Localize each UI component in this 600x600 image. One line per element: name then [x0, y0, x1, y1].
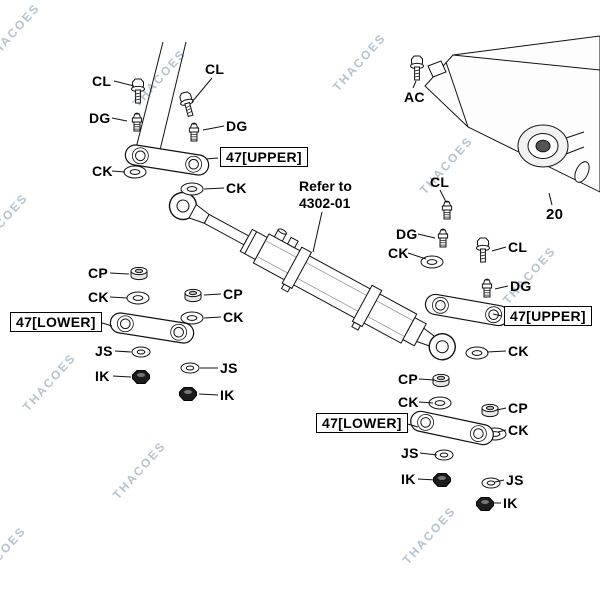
left-parts	[108, 78, 211, 401]
label-dg: DG	[510, 278, 532, 294]
label-cp: CP	[508, 400, 529, 416]
washer-js	[180, 362, 200, 374]
washer-ck	[180, 182, 204, 196]
label-ck: CK	[398, 394, 419, 410]
watermark-text: THACOES	[20, 351, 79, 414]
label-cl: CL	[205, 61, 225, 77]
washer-js	[434, 449, 454, 461]
label-dg: DG	[226, 118, 248, 134]
grease-fitting-dg	[437, 228, 449, 248]
label-ck: CK	[388, 245, 409, 261]
label-cl: CL	[430, 174, 450, 190]
label-47-lower: 47[LOWER]	[316, 413, 408, 433]
label-cl: CL	[92, 73, 112, 89]
label-dg: DG	[89, 110, 111, 126]
cap-cp	[481, 403, 499, 418]
washer-ck	[420, 255, 444, 269]
watermark-text: THACOES	[0, 191, 31, 254]
washer-js	[481, 477, 501, 489]
steering-cylinder	[168, 191, 456, 361]
label-ik: IK	[401, 471, 416, 487]
washer-ck	[180, 311, 204, 325]
label-dg: DG	[396, 226, 418, 242]
nut-ik	[476, 497, 494, 511]
nut-ik	[179, 387, 197, 401]
cap-cp	[184, 288, 202, 303]
fitting-cl	[441, 200, 453, 220]
grease-fitting-dg	[481, 278, 493, 298]
grease-fitting-dg	[131, 112, 143, 132]
frame-part-20	[424, 35, 600, 193]
label-ck: CK	[92, 163, 113, 179]
watermark-text: THACOES	[400, 504, 459, 567]
washer-js	[131, 346, 151, 358]
label-ck: CK	[88, 289, 109, 305]
refer-note-line1: Refer to	[299, 178, 352, 194]
label-cl: CL	[508, 239, 528, 255]
label-ck: CK	[508, 343, 529, 359]
label-part-20: 20	[546, 206, 564, 223]
cap-cp	[130, 266, 148, 281]
watermark-text: THACOES	[330, 31, 389, 94]
label-ik: IK	[95, 368, 110, 384]
refer-note: Refer to 4302-01	[299, 178, 352, 212]
bolt-ac	[410, 55, 424, 81]
watermark-text: THACOES	[110, 439, 169, 502]
label-47-upper: 47[UPPER]	[504, 306, 592, 326]
grease-fitting-dg	[188, 122, 200, 142]
label-js: JS	[220, 360, 238, 376]
label-ik: IK	[220, 387, 235, 403]
label-ac: AC	[404, 89, 425, 105]
link-plate-47-lower	[408, 408, 496, 448]
cap-cp	[432, 373, 450, 388]
label-cp: CP	[88, 265, 109, 281]
label-js: JS	[506, 472, 524, 488]
washer-ck	[465, 346, 489, 360]
link-plate-47-upper	[423, 292, 511, 328]
watermark-text: THACOES	[0, 524, 29, 587]
bolt-cl	[177, 90, 198, 118]
nut-ik	[433, 473, 451, 487]
frame-cut-lines	[134, 41, 187, 153]
leader-lines	[98, 77, 553, 504]
label-ik: IK	[503, 495, 518, 511]
label-cp: CP	[223, 286, 244, 302]
washer-ck	[123, 165, 147, 179]
label-ck: CK	[508, 422, 529, 438]
bolt-cl	[476, 237, 490, 263]
label-ck: CK	[226, 180, 247, 196]
label-cp: CP	[398, 371, 419, 387]
label-47-upper: 47[UPPER]	[220, 147, 308, 167]
refer-note-line2: 4302-01	[299, 194, 351, 211]
label-ck: CK	[223, 309, 244, 325]
label-js: JS	[401, 445, 419, 461]
label-47-lower: 47[LOWER]	[10, 312, 102, 332]
label-js: JS	[95, 343, 113, 359]
watermark-text: THACOES	[0, 1, 43, 64]
washer-ck	[126, 291, 150, 305]
nut-ik	[132, 370, 150, 384]
